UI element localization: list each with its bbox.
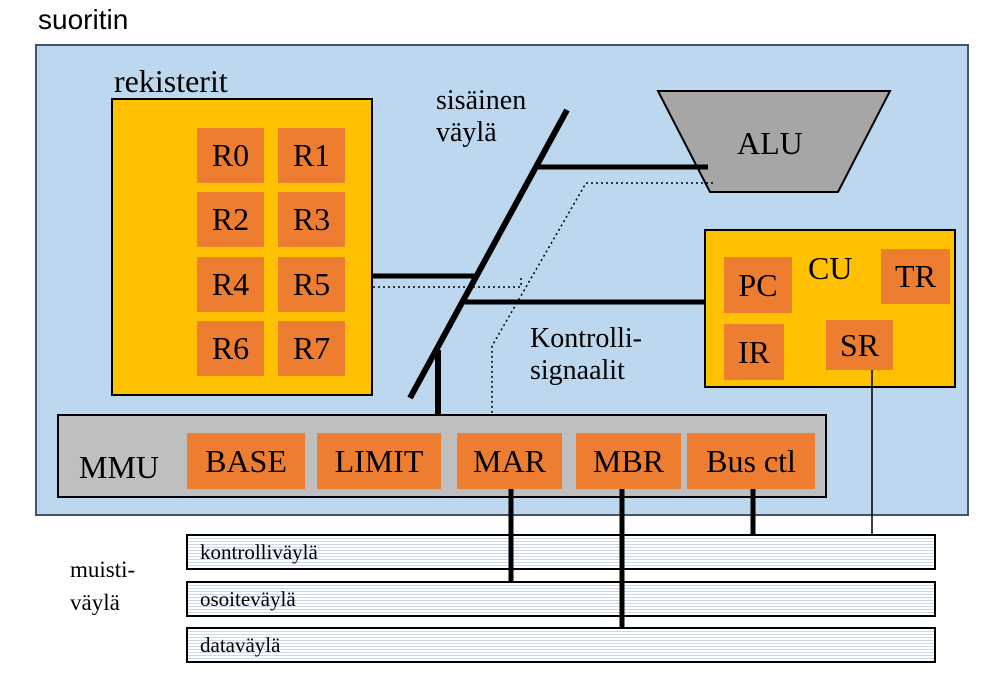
alu-label: ALU (737, 125, 803, 161)
memory-bus-label-line2: väylä (70, 590, 120, 615)
base-register: BASE (187, 433, 305, 489)
control-signal-registers (373, 276, 522, 288)
limit-register: LIMIT (317, 433, 441, 489)
ir-register: IR (724, 324, 784, 380)
mbr-register: MBR (576, 433, 681, 489)
internal-bus-label-line1: sisäinen (436, 85, 527, 116)
register-r7: R7 (278, 321, 345, 376)
mar-register: MAR (457, 433, 562, 489)
control-bus: kontrolliväylä (186, 534, 936, 570)
register-r5: R5 (278, 257, 345, 312)
sr-register: SR (826, 320, 893, 370)
register-r3: R3 (278, 192, 345, 247)
control-signals-label-line2: signaalit (530, 355, 625, 386)
memory-bus-label-line1: muisti- (70, 557, 136, 582)
alu-shape (656, 90, 892, 193)
control-signal-alu (491, 182, 713, 414)
register-r2: R2 (197, 192, 264, 247)
cu-label: CU (808, 250, 853, 286)
control-signals-label-line1: Kontrolli- (530, 323, 642, 354)
mmu-label: MMU (79, 449, 160, 485)
register-r4: R4 (197, 257, 264, 312)
register-r6: R6 (197, 321, 264, 376)
data-bus-label: dataväylä (200, 633, 281, 657)
internal-bus-label-line2: väylä (436, 117, 497, 148)
address-bus-label: osoiteväylä (200, 587, 296, 611)
address-bus: osoiteväylä (186, 581, 936, 617)
register-r1: R1 (278, 128, 345, 183)
data-bus: dataväylä (186, 627, 936, 663)
tr-register: TR (881, 249, 950, 304)
registers-label: rekisterit (114, 63, 228, 99)
cpu-title: suoritin (38, 4, 129, 35)
pc-register: PC (724, 257, 792, 313)
control-bus-label: kontrolliväylä (200, 540, 318, 564)
register-r0: R0 (197, 128, 264, 183)
bus-ctl-register: Bus ctl (687, 433, 815, 489)
